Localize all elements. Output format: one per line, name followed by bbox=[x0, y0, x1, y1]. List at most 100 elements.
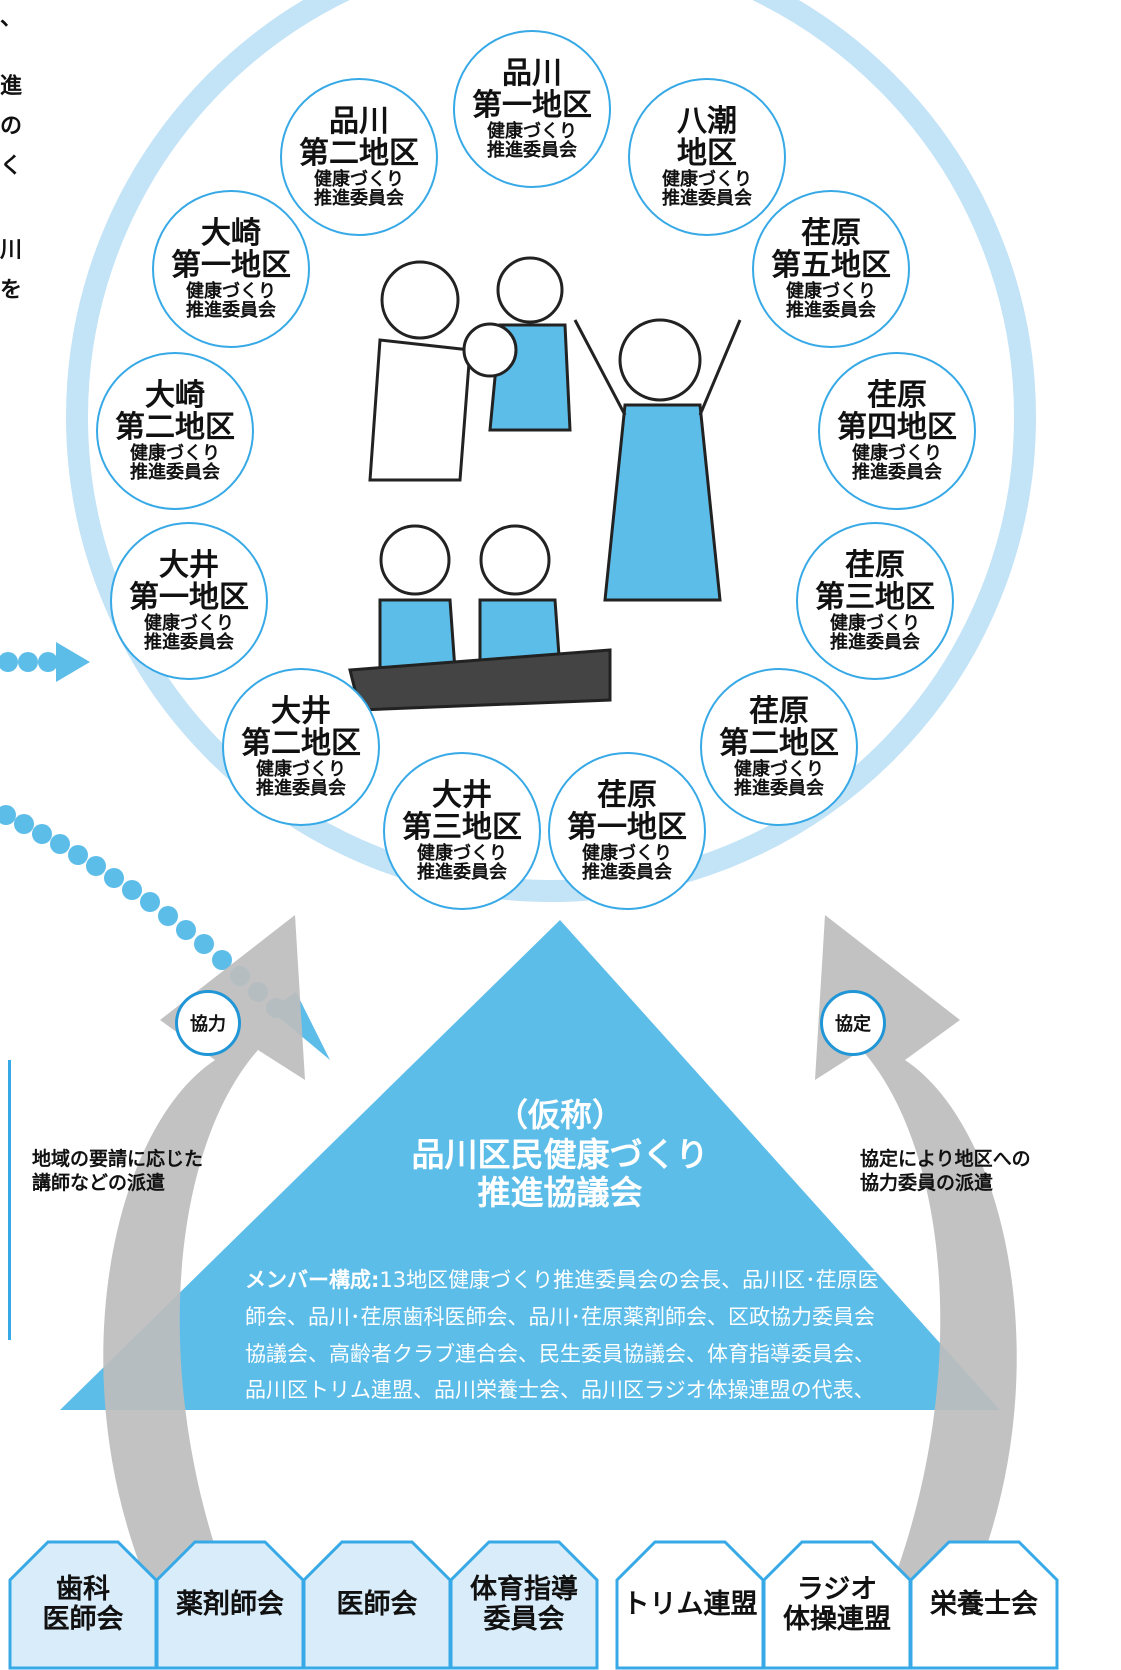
node-line4: 推進委員会 bbox=[734, 777, 824, 799]
left-box-edge bbox=[0, 1060, 11, 1340]
node-line3: 健康づくり bbox=[662, 168, 752, 190]
org-radio-exercise: ラジオ体操連盟 bbox=[762, 1540, 912, 1670]
left-caption-line: 講師などの派遣 bbox=[32, 1171, 166, 1194]
org-trim: トリム連盟 bbox=[615, 1540, 765, 1670]
node-line4: 推進委員会 bbox=[786, 299, 876, 321]
node-line1: 品川 bbox=[502, 56, 562, 92]
node-line4: 推進委員会 bbox=[487, 139, 577, 161]
node-line1: 大井 bbox=[432, 778, 492, 814]
node-line2: 第二地区 bbox=[299, 135, 419, 171]
district-node-ebara-1: 荏原 第一地区 健康づくり 推進委員会 bbox=[548, 752, 706, 910]
district-node-shinagawa-2: 品川 第二地区 健康づくり 推進委員会 bbox=[280, 78, 438, 236]
right-caption-line: 協定により地区への bbox=[860, 1148, 1031, 1170]
org-dental: 歯科医師会 bbox=[8, 1540, 158, 1670]
org-label: 歯科 bbox=[56, 1574, 110, 1606]
node-line1: 大崎 bbox=[145, 378, 205, 414]
district-node-shinagawa-1: 品川 第一地区 健康づくり 推進委員会 bbox=[453, 30, 611, 188]
node-line1: 荏原 bbox=[597, 778, 657, 814]
district-node-oi-1: 大井 第一地区 健康づくり 推進委員会 bbox=[110, 522, 268, 680]
node-line4: 推進委員会 bbox=[662, 187, 752, 209]
org-label: 体育指導 bbox=[470, 1574, 578, 1606]
node-line4: 推進委員会 bbox=[144, 631, 234, 653]
node-line2: 第五地区 bbox=[771, 247, 891, 283]
right-caption: 協定により地区への 協力委員の派遣 bbox=[860, 1148, 1031, 1196]
node-line3: 健康づくり bbox=[734, 758, 824, 780]
org-label: 体操連盟 bbox=[783, 1604, 891, 1635]
council-members: メンバー構成:13地区健康づくり推進委員会の会長、品川区･荏原医師会、品川･荏原… bbox=[245, 1262, 885, 1446]
node-line2: 第一地区 bbox=[472, 87, 592, 123]
edge-char: く bbox=[0, 154, 23, 179]
edge-char: を bbox=[0, 278, 23, 303]
members-label: メンバー構成: bbox=[245, 1268, 380, 1292]
org-pharmacist: 薬剤師会 bbox=[155, 1540, 305, 1670]
node-line3: 健康づくり bbox=[852, 442, 942, 464]
council-provisional-label: （仮称） bbox=[495, 1096, 624, 1134]
org-label: 医師会 bbox=[42, 1604, 124, 1635]
node-line2: 第二地区 bbox=[719, 725, 839, 761]
node-line2: 第一地区 bbox=[567, 809, 687, 845]
agreement-badge: 協定 bbox=[820, 990, 886, 1056]
node-line2: 第四地区 bbox=[837, 409, 957, 445]
org-label: 委員会 bbox=[483, 1604, 565, 1635]
node-line1: 大崎 bbox=[201, 216, 261, 252]
council-title-block: （仮称） 品川区民健康づくり 推進協議会 bbox=[230, 1090, 890, 1212]
node-line3: 健康づくり bbox=[487, 120, 577, 142]
left-caption-line: 地域の要請に応じた bbox=[32, 1148, 204, 1170]
node-line1: 大井 bbox=[271, 694, 331, 730]
org-label: トリム連盟 bbox=[622, 1589, 758, 1621]
council-title-line1: 品川区民健康づくり bbox=[411, 1135, 709, 1174]
node-line2: 第一地区 bbox=[129, 579, 249, 615]
district-node-ebara-2: 荏原 第二地区 健康づくり 推進委員会 bbox=[700, 668, 858, 826]
org-medical: 医師会 bbox=[302, 1540, 452, 1670]
node-line4: 推進委員会 bbox=[256, 777, 346, 799]
members-text: 13地区健康づくり推進委員会の会長、品川区･荏原医師会、品川･荏原歯科医師会、品… bbox=[245, 1268, 879, 1439]
node-line1: 荏原 bbox=[749, 694, 809, 730]
node-line3: 健康づくり bbox=[130, 442, 220, 464]
edge-char: 進 bbox=[0, 74, 23, 99]
node-line1: 荏原 bbox=[801, 216, 861, 252]
edge-char: 、 bbox=[0, 6, 23, 31]
node-line3: 健康づくり bbox=[582, 842, 672, 864]
council-title-line2: 推進協議会 bbox=[477, 1172, 643, 1212]
district-node-ebara-3: 荏原 第三地区 健康づくり 推進委員会 bbox=[796, 522, 954, 680]
node-line4: 推進委員会 bbox=[582, 861, 672, 883]
node-line1: 八潮 bbox=[677, 104, 737, 140]
node-line3: 健康づくり bbox=[786, 280, 876, 302]
district-node-oi-2: 大井 第二地区 健康づくり 推進委員会 bbox=[222, 668, 380, 826]
node-line3: 健康づくり bbox=[417, 842, 507, 864]
node-line4: 推進委員会 bbox=[852, 461, 942, 483]
people-illustration bbox=[348, 256, 742, 712]
node-line4: 推進委員会 bbox=[130, 461, 220, 483]
org-label: 薬剤師会 bbox=[176, 1589, 284, 1621]
node-line2: 地区 bbox=[677, 135, 737, 171]
district-node-osaki-2: 大崎 第二地区 健康づくり 推進委員会 bbox=[96, 352, 254, 510]
node-line2: 第二地区 bbox=[115, 409, 235, 445]
node-line1: 大井 bbox=[159, 548, 219, 584]
org-label: ラジオ bbox=[796, 1574, 878, 1606]
node-line3: 健康づくり bbox=[314, 168, 404, 190]
node-line1: 荏原 bbox=[845, 548, 905, 584]
org-label: 医師会 bbox=[336, 1589, 418, 1621]
node-line4: 推進委員会 bbox=[186, 299, 276, 321]
edge-char: 川 bbox=[0, 238, 23, 263]
node-line2: 第一地区 bbox=[171, 247, 291, 283]
node-line4: 推進委員会 bbox=[830, 631, 920, 653]
org-sports: 体育指導委員会 bbox=[449, 1540, 599, 1670]
node-line3: 健康づくり bbox=[144, 612, 234, 634]
left-caption: 地域の要請に応じた 講師などの派遣 bbox=[32, 1148, 203, 1196]
node-line3: 健康づくり bbox=[186, 280, 276, 302]
district-node-yashio: 八潮 地区 健康づくり 推進委員会 bbox=[628, 78, 786, 236]
node-line2: 第二地区 bbox=[241, 725, 361, 761]
node-line2: 第三地区 bbox=[815, 579, 935, 615]
org-label: 栄養士会 bbox=[930, 1589, 1038, 1621]
district-node-ebara-5: 荏原 第五地区 健康づくり 推進委員会 bbox=[752, 190, 910, 348]
cooperation-badge: 協力 bbox=[175, 990, 241, 1056]
right-caption-line: 協力委員の派遣 bbox=[860, 1171, 994, 1194]
district-node-ebara-4: 荏原 第四地区 健康づくり 推進委員会 bbox=[818, 352, 976, 510]
edge-char: の bbox=[0, 114, 23, 139]
node-line1: 荏原 bbox=[867, 378, 927, 414]
district-node-oi-3: 大井 第三地区 健康づくり 推進委員会 bbox=[383, 752, 541, 910]
node-line2: 第三地区 bbox=[402, 809, 522, 845]
district-node-osaki-1: 大崎 第一地区 健康づくり 推進委員会 bbox=[152, 190, 310, 348]
